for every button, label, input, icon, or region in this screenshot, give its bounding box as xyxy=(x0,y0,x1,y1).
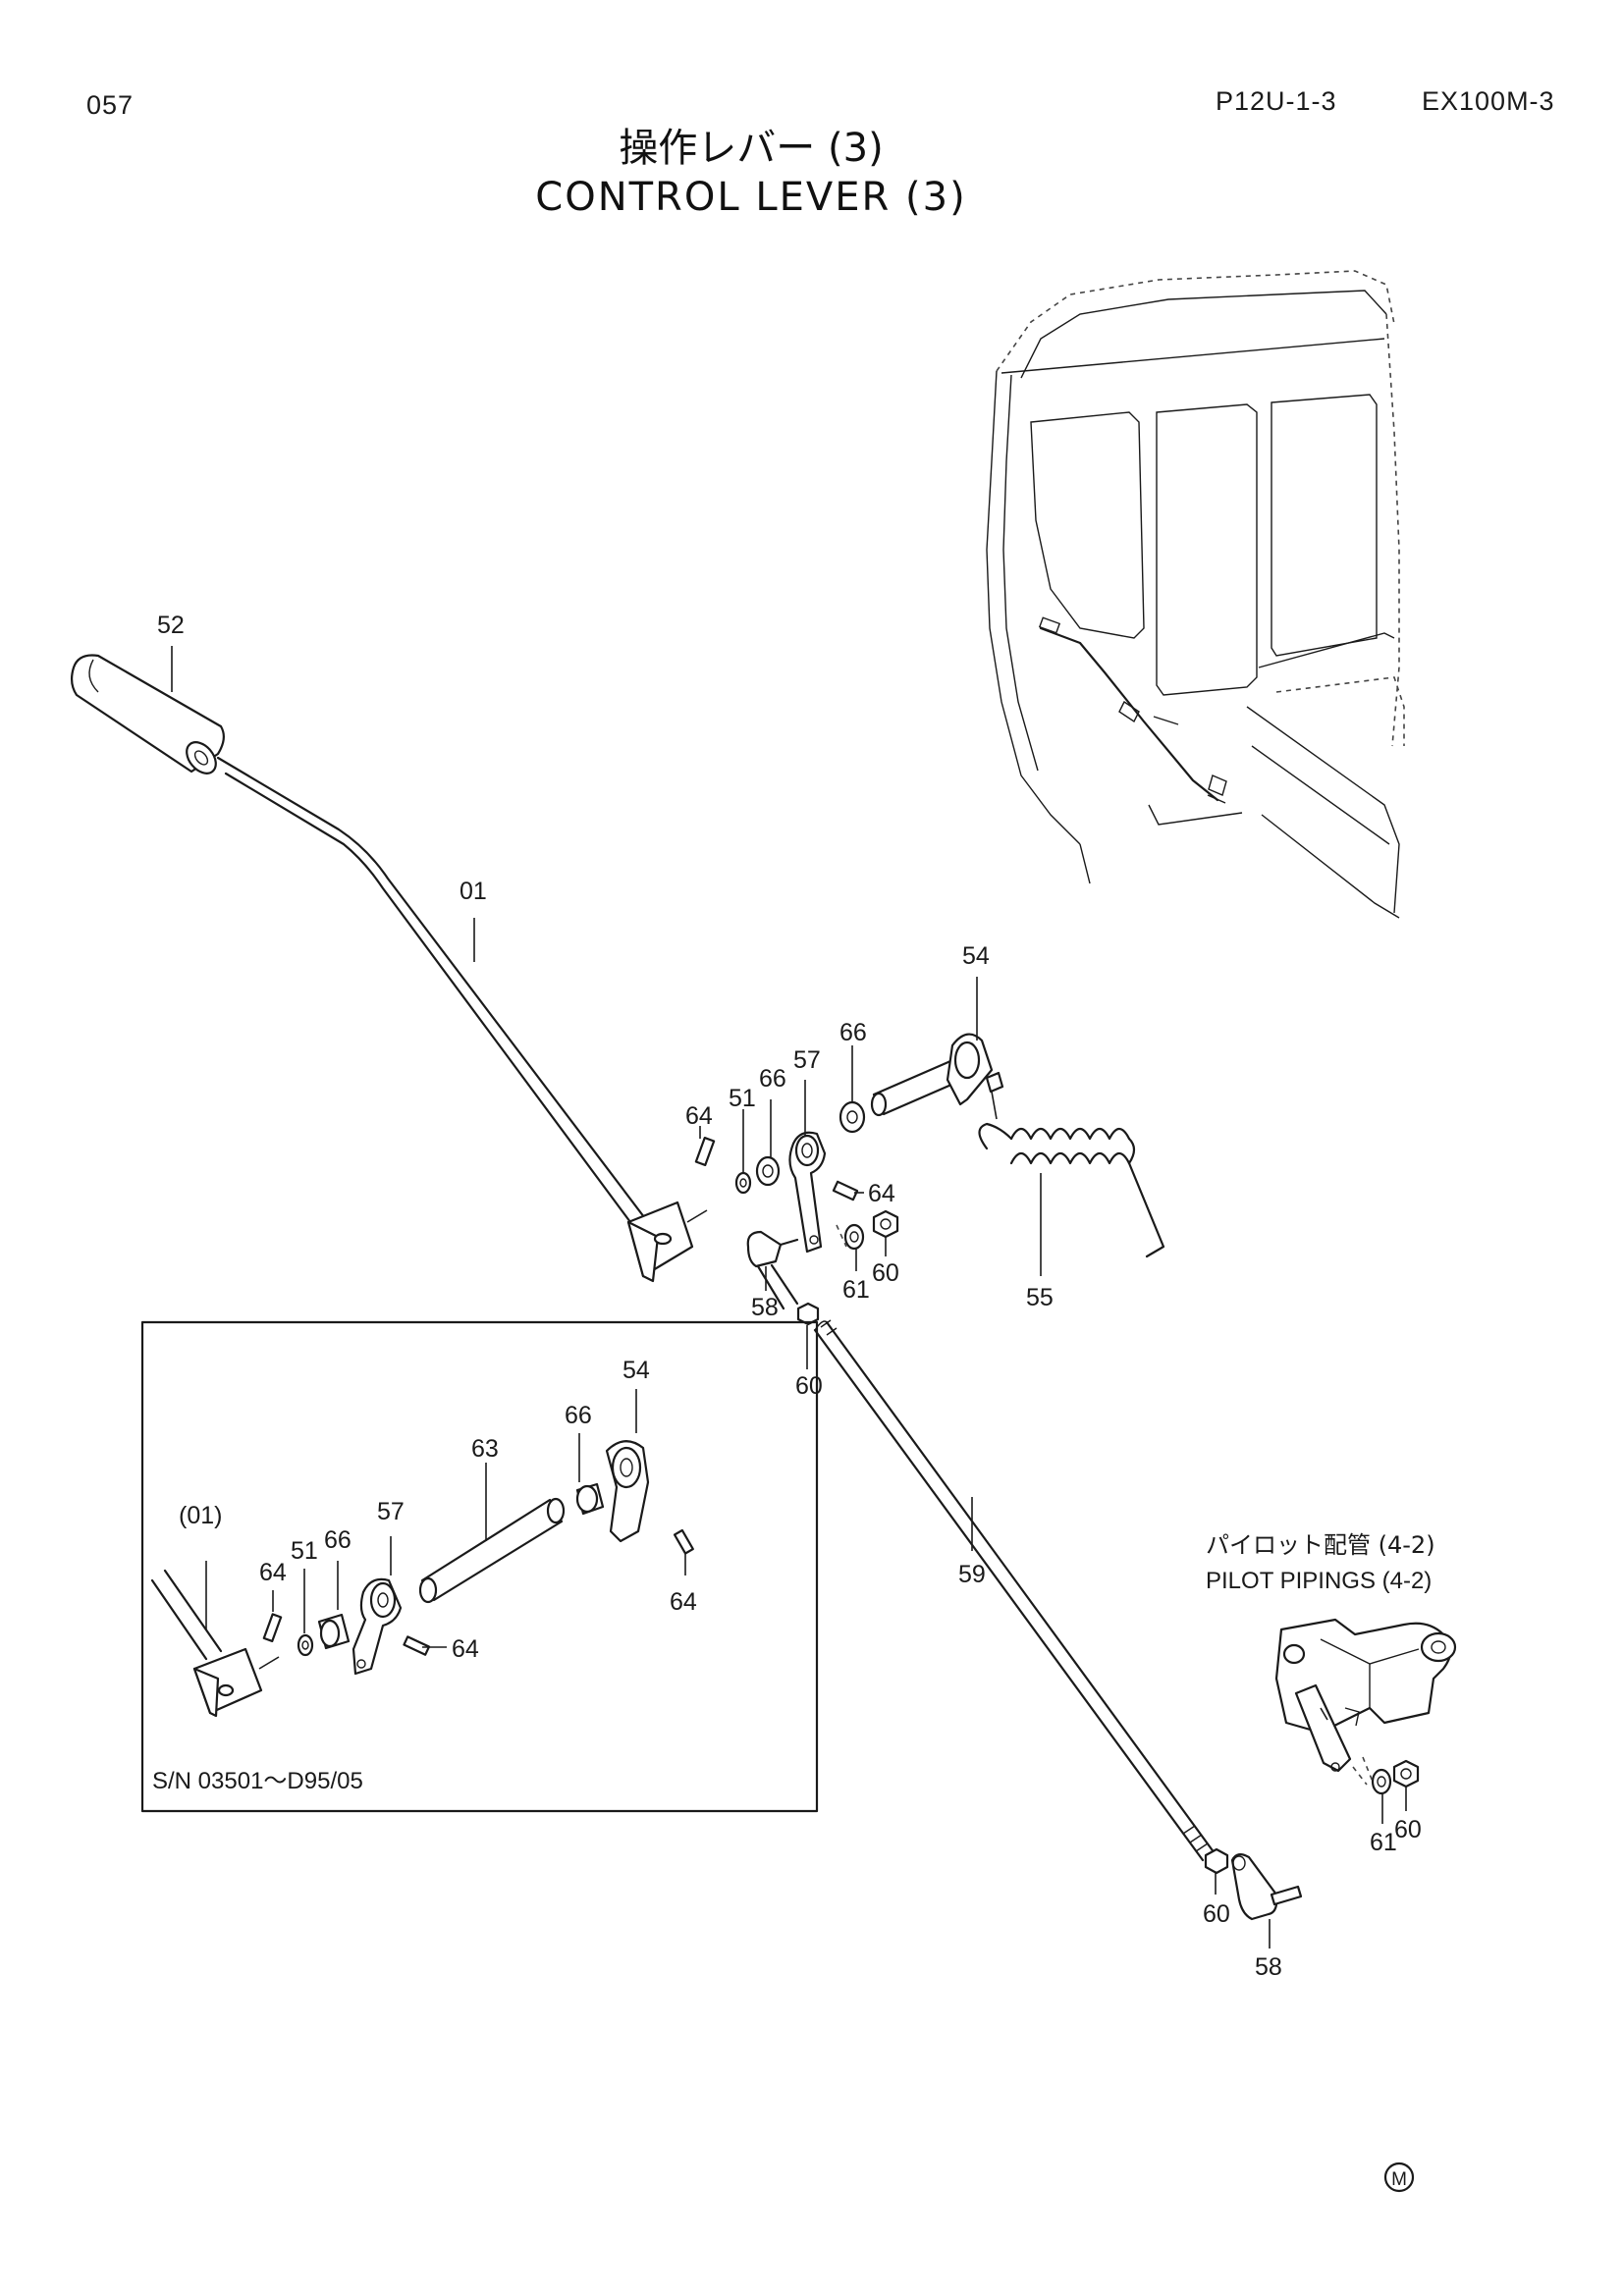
inset-callout-64-left: 64 xyxy=(259,1559,287,1586)
callout-52: 52 xyxy=(157,612,185,639)
callout-55: 55 xyxy=(1026,1284,1054,1311)
callout-labels: 52 01 54 66 57 66 51 64 64 60 61 55 58 6… xyxy=(157,612,1422,1981)
callout-59: 59 xyxy=(958,1561,986,1588)
inset-callout-64-center: 64 xyxy=(452,1635,479,1663)
inset-serial-variant xyxy=(150,1389,694,1718)
pilot-piping-note-en: PILOT PIPINGS (4-2) xyxy=(1206,1568,1432,1594)
callout-01: 01 xyxy=(460,878,487,905)
control-lever-assembly xyxy=(70,654,708,1283)
inset-frame xyxy=(140,1320,819,1813)
washer-51 xyxy=(734,1171,752,1195)
inset-callout-54: 54 xyxy=(622,1357,650,1384)
excavator-cab-illustration xyxy=(986,270,1405,919)
rod-59 xyxy=(813,1328,1205,1862)
svg-text:M: M xyxy=(1391,2169,1407,2190)
callout-57: 57 xyxy=(793,1046,821,1074)
inset-callout-64-right: 64 xyxy=(670,1588,697,1616)
inset-callout-63: 63 xyxy=(471,1435,499,1463)
callout-60-valve-left: 60 xyxy=(1203,1900,1230,1928)
callout-66-upper: 66 xyxy=(839,1019,867,1046)
maker-mark: M xyxy=(1383,2162,1415,2193)
linkage-parts xyxy=(694,1033,1217,1862)
grip xyxy=(70,654,225,774)
page-number: 057 xyxy=(86,90,135,120)
spring-55 xyxy=(978,1122,1013,1150)
reference-code: P12U-1-3 xyxy=(1216,86,1337,116)
callout-64-left: 64 xyxy=(685,1102,713,1130)
page-title-jp: 操作レバー (3) xyxy=(619,126,884,171)
inset-callout-66-upper: 66 xyxy=(565,1402,592,1429)
callout-54: 54 xyxy=(962,942,990,970)
inset-callout-01: (01) xyxy=(179,1502,222,1529)
inset-callout-66: 66 xyxy=(324,1526,352,1554)
pilot-piping-note-jp: パイロット配管 (4-2) xyxy=(1206,1531,1435,1559)
callout-61-valve: 61 xyxy=(1370,1829,1397,1856)
callout-51: 51 xyxy=(729,1085,756,1112)
page-title-en: CONTROL LEVER (3) xyxy=(535,175,967,220)
inset-serial-note: S/N 03501～D95/05 xyxy=(152,1768,363,1794)
callout-60-rod: 60 xyxy=(795,1372,823,1400)
leader-lines xyxy=(171,646,1407,1949)
callout-58-valve: 58 xyxy=(1255,1953,1282,1981)
callout-60-upper: 60 xyxy=(872,1259,899,1287)
callout-58: 58 xyxy=(751,1294,779,1321)
inset-callout-57: 57 xyxy=(377,1498,405,1525)
rod-end-58 xyxy=(746,1230,783,1268)
callout-60-valve-right: 60 xyxy=(1394,1816,1422,1843)
inset-callout-51: 51 xyxy=(291,1537,318,1565)
callout-61: 61 xyxy=(842,1276,870,1304)
pilot-valve-illustration xyxy=(1204,1618,1457,1921)
model-name: EX100M-3 xyxy=(1422,86,1555,116)
callout-66: 66 xyxy=(759,1065,786,1093)
pin-64 xyxy=(694,1136,716,1167)
callout-64-right: 64 xyxy=(868,1180,895,1207)
